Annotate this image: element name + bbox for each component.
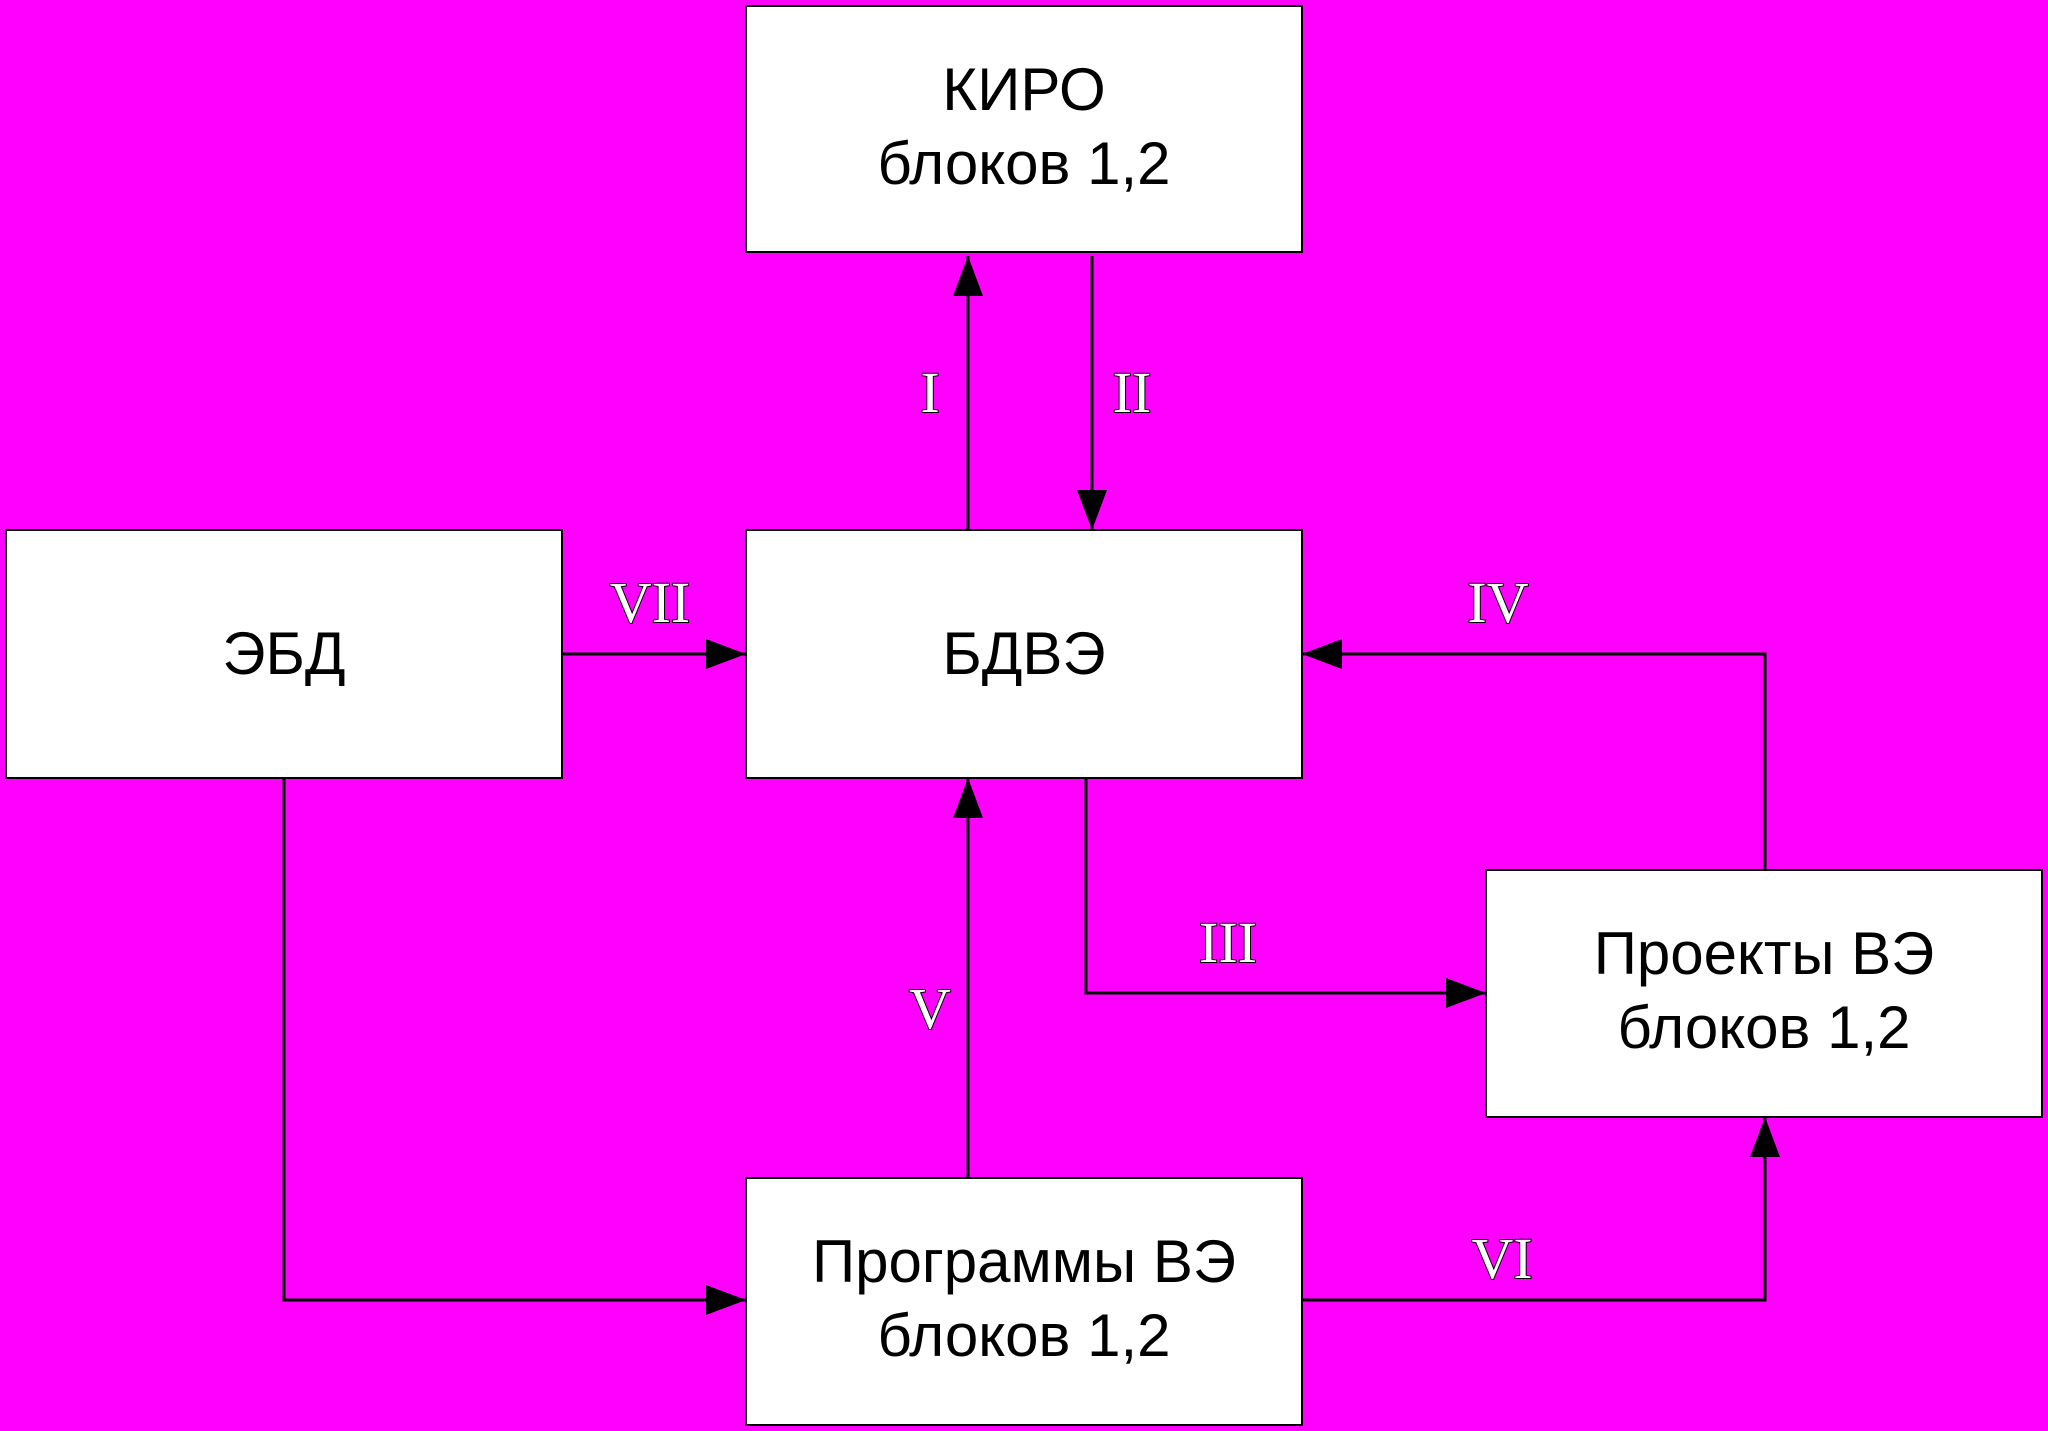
node-kiro: КИРО блоков 1,2 — [745, 5, 1303, 253]
node-bdve: БДВЭ — [745, 529, 1303, 779]
node-proekty: Проекты ВЭ блоков 1,2 — [1485, 869, 2043, 1118]
edge-bdve-to-proekty — [1084, 778, 1486, 1008]
node-ebd: ЭБД — [5, 529, 563, 779]
node-kiro-line-1: КИРО — [942, 56, 1105, 123]
edge-proekty-to-bdve — [1302, 639, 1767, 870]
edge-label-vi: VI — [1471, 1226, 1532, 1291]
edge-labels: I II III IV V VI VII — [609, 359, 1534, 1292]
edge-label-i: I — [920, 360, 939, 425]
edges — [282, 256, 1780, 1315]
node-bdve-line-1: БДВЭ — [942, 620, 1105, 687]
edge-ebd-to-programmy — [282, 778, 746, 1315]
node-programmy: Программы ВЭ блоков 1,2 — [745, 1177, 1303, 1426]
edge-label-vii: VII — [610, 570, 691, 635]
node-proekty-line-2: блоков 1,2 — [1618, 994, 1911, 1061]
node-programmy-line-1: Программы ВЭ — [812, 1228, 1236, 1295]
edge-label-iv: IV — [1467, 570, 1528, 635]
edge-label-iii: III — [1199, 910, 1257, 975]
edge-programmy-to-proekty — [1302, 1117, 1780, 1302]
edge-label-ii: II — [1113, 360, 1152, 425]
node-ebd-line-1: ЭБД — [222, 620, 345, 687]
node-programmy-line-2: блоков 1,2 — [878, 1302, 1171, 1369]
node-proekty-line-1: Проекты ВЭ — [1594, 920, 1935, 987]
nodes: КИРО блоков 1,2 ЭБД БДВЭ Проекты ВЭ блок… — [5, 5, 2043, 1426]
edge-label-v: V — [909, 976, 951, 1041]
node-kiro-line-2: блоков 1,2 — [878, 130, 1171, 197]
